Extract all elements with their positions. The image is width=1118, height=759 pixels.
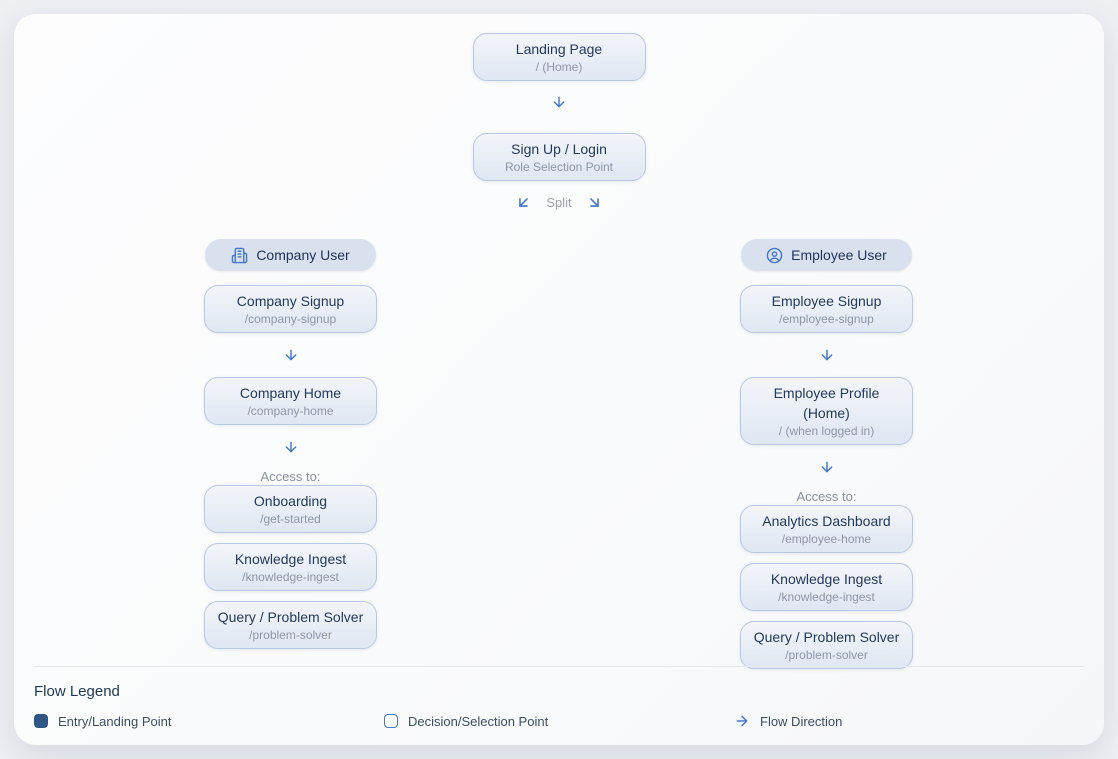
arrow-down-icon: [819, 459, 835, 475]
node-company-signup[interactable]: Company Signup /company-signup: [204, 285, 377, 333]
node-analytics-dashboard[interactable]: Analytics Dashboard /employee-home: [740, 505, 913, 553]
legend-item-entry-point: Entry/Landing Point: [34, 713, 384, 729]
flow-legend: Flow Legend Entry/Landing Point Decision…: [34, 666, 1084, 729]
node-onboarding[interactable]: Onboarding /get-started: [204, 485, 377, 533]
entry-point-swatch: [34, 714, 48, 728]
node-knowledge-ingest[interactable]: Knowledge Ingest /knowledge-ingest: [740, 563, 913, 611]
node-subtitle: / (when logged in): [778, 424, 875, 438]
legend-item-label: Entry/Landing Point: [58, 713, 172, 729]
node-title: Company Signup: [236, 293, 345, 309]
employee-access-list: Analytics Dashboard /employee-home Knowl…: [740, 505, 913, 669]
legend-grid: Entry/Landing Point Decision/Selection P…: [34, 713, 1084, 729]
decision-point-swatch: [384, 714, 398, 728]
right-arrow-icon: [734, 713, 750, 729]
node-subtitle: /employee-signup: [779, 312, 874, 326]
node-title: Landing Page: [515, 41, 603, 57]
pill-label: Company User: [256, 247, 350, 263]
user-circle-icon: [766, 247, 783, 264]
node-employee-signup[interactable]: Employee Signup /employee-signup: [740, 285, 913, 333]
node-title: Query / Problem Solver: [217, 609, 364, 625]
node-subtitle: /employee-home: [781, 532, 872, 546]
legend-item-flow-direction: Flow Direction: [734, 713, 1084, 729]
node-company-home[interactable]: Company Home /company-home: [204, 377, 377, 425]
node-subtitle: Role Selection Point: [504, 160, 614, 174]
pill-label: Employee User: [791, 247, 887, 263]
access-label: Access to:: [796, 489, 857, 504]
arrow-down-icon: [551, 94, 567, 110]
node-title: Employee Profile (Home): [773, 385, 880, 421]
node-title: Analytics Dashboard: [762, 513, 891, 529]
node-title: Query / Problem Solver: [753, 629, 900, 645]
node-subtitle: /get-started: [260, 512, 321, 526]
arrow-down-right-icon: [586, 194, 603, 211]
legend-item-label: Flow Direction: [760, 713, 843, 729]
building-icon: [231, 247, 248, 264]
company-user-pill[interactable]: Company User: [205, 239, 376, 271]
node-problem-solver[interactable]: Query / Problem Solver /problem-solver: [740, 621, 913, 669]
arrow-down-icon: [283, 347, 299, 363]
node-subtitle: /knowledge-ingest: [778, 590, 875, 604]
node-problem-solver[interactable]: Query / Problem Solver /problem-solver: [204, 601, 377, 649]
arrow-down-left-icon: [515, 194, 532, 211]
node-employee-profile[interactable]: Employee Profile (Home) / (when logged i…: [740, 377, 913, 445]
legend-item-decision-point: Decision/Selection Point: [384, 713, 734, 729]
node-title: Onboarding: [253, 493, 328, 509]
legend-item-label: Decision/Selection Point: [408, 713, 549, 729]
node-subtitle: /company-home: [247, 404, 334, 418]
node-subtitle: / (Home): [535, 60, 583, 74]
node-knowledge-ingest[interactable]: Knowledge Ingest /knowledge-ingest: [204, 543, 377, 591]
split-indicator: Split: [515, 194, 602, 211]
employee-branch: Employee User Employee Signup /employee-…: [740, 239, 913, 669]
access-label: Access to:: [260, 469, 321, 484]
node-signup-login[interactable]: Sign Up / Login Role Selection Point: [472, 133, 646, 181]
node-subtitle: /problem-solver: [785, 648, 868, 662]
flow-diagram-card: Landing Page / (Home) Sign Up / Login Ro…: [14, 14, 1104, 745]
node-title: Sign Up / Login: [511, 141, 607, 157]
node-landing-page[interactable]: Landing Page / (Home): [472, 33, 646, 81]
arrow-down-icon: [283, 439, 299, 455]
node-title: Employee Signup: [771, 293, 882, 309]
employee-user-pill[interactable]: Employee User: [741, 239, 912, 271]
node-title: Knowledge Ingest: [234, 551, 347, 567]
node-title: Company Home: [239, 385, 342, 401]
top-flow: Landing Page / (Home) Sign Up / Login Ro…: [14, 33, 1104, 211]
company-branch: Company User Company Signup /company-sig…: [204, 239, 377, 649]
node-title: Knowledge Ingest: [770, 571, 883, 587]
node-subtitle: /problem-solver: [249, 628, 332, 642]
legend-title: Flow Legend: [34, 683, 120, 700]
company-access-list: Onboarding /get-started Knowledge Ingest…: [204, 485, 377, 649]
split-label: Split: [546, 195, 572, 210]
node-subtitle: /knowledge-ingest: [242, 570, 339, 584]
node-subtitle: /company-signup: [244, 312, 337, 326]
arrow-down-icon: [819, 347, 835, 363]
